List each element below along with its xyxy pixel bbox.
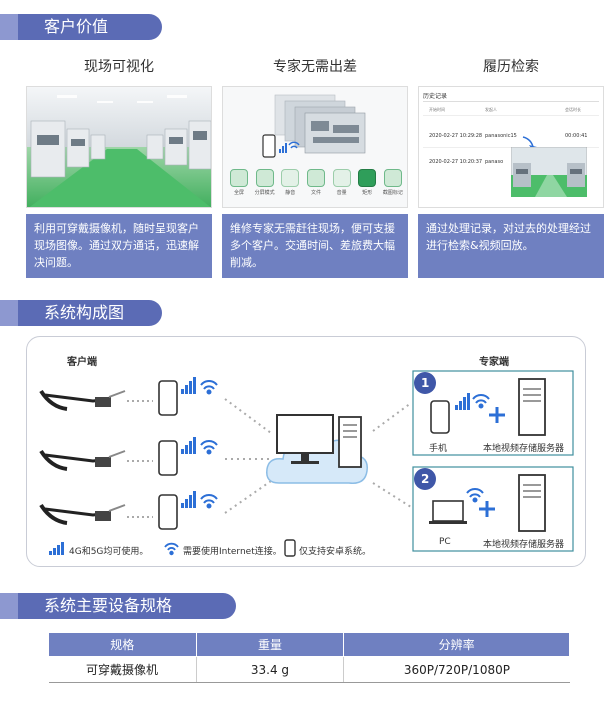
- toolbar-label: 全屏: [233, 190, 244, 196]
- expert-app-screenshot: 全屏 分屏模式 静音 文件 音量 矩形: [222, 86, 408, 208]
- history-title: 历史记录: [423, 93, 448, 100]
- expert-option-number: 2: [421, 472, 430, 486]
- pc-label: PC: [439, 537, 451, 547]
- laptop-icon: [429, 500, 467, 524]
- table-cell: 可穿戴摄像机: [48, 656, 197, 683]
- diagram-graphics: [39, 370, 574, 557]
- feature-description: 通过处理记录，对过去的处理经过进行检索&视频回放。: [418, 214, 604, 278]
- feature-title: 专家无需出差: [273, 59, 357, 75]
- feature-description: 利用可穿戴摄像机，随时呈现客户现场图像。通过双方通话，迅速解决问题。: [26, 214, 212, 278]
- section-tab-specs: 系统主要设备规格: [0, 593, 236, 619]
- legend-android: 仅支持安卓系统。: [299, 547, 372, 557]
- toolbar-button-fullscreen[interactable]: 全屏: [227, 169, 251, 196]
- column-header: 重量: [195, 632, 345, 657]
- phone-label: 手机: [429, 444, 448, 454]
- server-tower-icon: [518, 474, 546, 532]
- section-title: 系统构成图: [44, 303, 125, 322]
- feature-title: 履历检索: [483, 59, 539, 75]
- client-side-label: 客户端: [67, 357, 97, 368]
- spec-table: 规格 重量 分辨率 可穿戴摄像机 33.4 g 360P/720P/1080P: [48, 632, 570, 683]
- toolbar-button-mute[interactable]: 静音: [278, 169, 302, 196]
- toolbar-button-file[interactable]: 文件: [304, 169, 328, 196]
- fullscreen-icon: [230, 169, 248, 187]
- history-header-user: 发起人: [485, 107, 497, 112]
- screenshot-icon: [383, 169, 402, 187]
- monitor-icon: [276, 414, 334, 464]
- section-tab-customer-value: 客户价值: [0, 14, 162, 40]
- toolbar-label: 静音: [285, 190, 296, 196]
- expert-side-label: 专家端: [479, 357, 509, 368]
- table-row: 可穿戴摄像机 33.4 g 360P/720P/1080P: [48, 656, 570, 683]
- feature-column-visualization: 现场可视化 利用可穿戴摄像机，随时呈现客户现场图像。通过双方通话，迅速解决问题。: [26, 56, 212, 278]
- toolbar-button-volume[interactable]: 音量: [330, 169, 354, 196]
- expert-toolbar: 全屏 分屏模式 静音 文件 音量 矩形: [227, 169, 405, 196]
- feature-column-history: 履历检索 历史记录 开始时间 发起人 会话时长 2020-02-27 10:29…: [418, 56, 604, 278]
- wearable-camera-icon: [39, 389, 126, 411]
- wearable-camera-icon: [39, 449, 126, 471]
- feature-description: 维修专家无需赶往现场，便可支援多个客户。交通时间、差旅费大幅削减。: [222, 214, 408, 278]
- server-label: 本地视频存储服务器: [483, 444, 565, 454]
- column-header: 规格: [48, 632, 197, 657]
- server-tower-icon: [338, 416, 362, 468]
- section-tab-system-diagram: 系统构成图: [0, 300, 162, 326]
- factory-photo: [26, 86, 212, 208]
- video-thumbnail: [511, 147, 587, 197]
- legend-internet: 需要使用Internet连接。: [183, 547, 282, 557]
- toolbar-button-rectangle[interactable]: 矩形: [355, 169, 379, 196]
- expert-option-number: 1: [421, 376, 430, 390]
- toolbar-label: 音量: [336, 190, 347, 196]
- column-header: 分辨率: [343, 632, 570, 657]
- table-header-row: 规格 重量 分辨率: [48, 632, 570, 657]
- toolbar-label: 矩形: [362, 190, 373, 196]
- history-app-screenshot: 历史记录 开始时间 发起人 会话时长 2020-02-27 10:29:28 p…: [418, 86, 604, 208]
- toolbar-button-screenshot[interactable]: 截图标记: [381, 169, 405, 196]
- split-screen-icon: [255, 169, 274, 187]
- toolbar-button-split[interactable]: 分屏模式: [253, 169, 277, 196]
- table-cell: 33.4 g: [196, 656, 345, 683]
- toolbar-label: 文件: [310, 190, 321, 196]
- feature-column-expert: 专家无需出差 全屏 分屏模式 静音: [222, 56, 408, 278]
- server-tower-icon: [518, 378, 546, 436]
- microphone-icon: [281, 169, 300, 187]
- section-title: 客户价值: [44, 17, 109, 36]
- volume-icon: [332, 169, 351, 187]
- system-diagram: 客户端 专家端 1 手机 本地视频存储服务器 2 PC 本地视频存储服务器 4G…: [26, 336, 586, 567]
- legend-signal: 4G和5G均可使用。: [69, 547, 149, 557]
- history-header-time: 开始时间: [429, 107, 445, 112]
- toolbar-label: 分屏模式: [254, 190, 275, 196]
- toolbar-label: 截图标记: [382, 190, 403, 196]
- server-label: 本地视频存储服务器: [483, 540, 565, 550]
- wearable-camera-icon: [39, 503, 126, 525]
- history-header-duration: 会话时长: [565, 107, 581, 112]
- table-cell: 360P/720P/1080P: [343, 656, 570, 683]
- feature-title: 现场可视化: [84, 59, 154, 75]
- section-title: 系统主要设备规格: [44, 596, 173, 615]
- file-icon: [306, 169, 325, 187]
- rectangle-icon: [358, 169, 377, 187]
